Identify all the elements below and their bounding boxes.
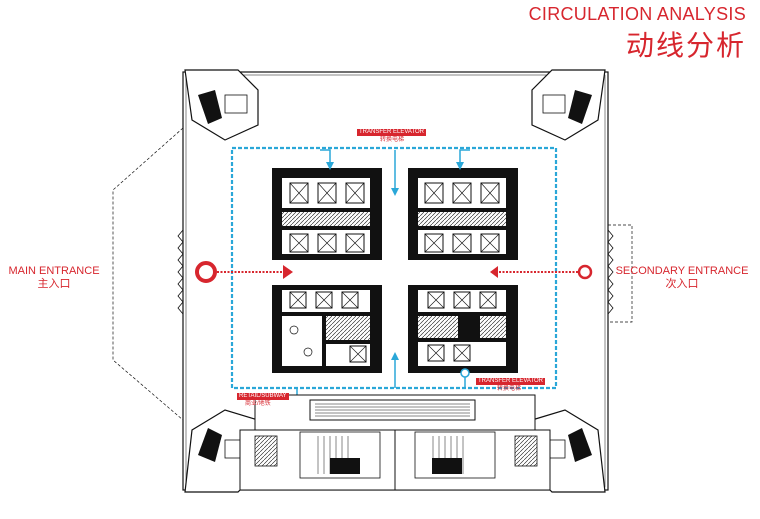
secondary-entrance-label: SECONDARY ENTRANCE 次入口 — [612, 265, 752, 291]
transfer-elevator-tag-bottom-cn: 转换电梯 — [497, 386, 522, 392]
secondary-entrance-label-en: SECONDARY ENTRANCE — [615, 265, 749, 277]
core-quadrant-sw — [272, 285, 382, 373]
corner-tower-nw — [184, 69, 259, 141]
secondary-entrance-route — [490, 264, 593, 280]
transfer-elevator-tag-top: TRANSFER ELEVATOR — [357, 129, 427, 136]
main-entrance-label-en: MAIN ENTRANCE — [8, 265, 100, 277]
secondary-entrance-label-cn: 次入口 — [665, 278, 699, 290]
south-podium — [239, 394, 551, 491]
transfer-elevator-tag-bottom: TRANSFER ELEVATOR — [476, 378, 546, 385]
secondary-entrance-marker — [577, 264, 593, 280]
secondary-entrance-arrow-icon — [490, 266, 498, 278]
core-quadrant-nw — [272, 168, 382, 260]
main-entrance-canopy — [112, 127, 184, 421]
circulation-loop — [230, 146, 558, 390]
main-entrance-marker — [195, 261, 217, 283]
main-entrance-route — [195, 261, 293, 283]
east-facade — [607, 229, 614, 315]
retail-subway-tag-cn: 商业/地铁 — [245, 401, 271, 407]
west-facade — [177, 229, 184, 315]
main-entrance-label: MAIN ENTRANCE 主入口 — [4, 265, 104, 291]
core-quadrant-se — [408, 285, 518, 373]
blue-arrows — [320, 149, 470, 388]
corner-tower-ne — [531, 69, 606, 141]
main-entrance-arrow-icon — [283, 265, 293, 279]
main-entrance-label-cn: 主入口 — [37, 278, 71, 290]
transfer-elevator-tag-top-cn: 转换电梯 — [380, 137, 405, 143]
retail-subway-tag: RETAIL/SUBWAY — [237, 393, 289, 400]
title-english: CIRCULATION ANALYSIS — [528, 4, 746, 24]
secondary-entrance-canopy — [608, 224, 633, 323]
title-chinese: 动线分析 — [625, 30, 746, 61]
core-quadrant-ne — [408, 168, 518, 260]
